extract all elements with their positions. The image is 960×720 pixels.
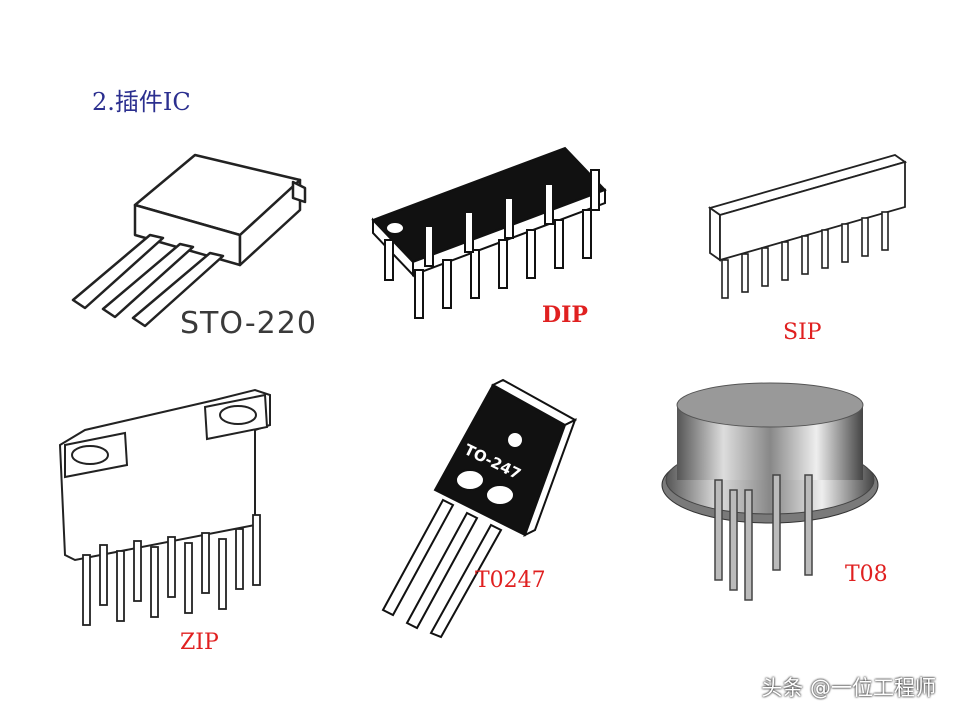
sip-label: SIP xyxy=(783,320,822,345)
sip-drawing xyxy=(707,154,908,299)
zip-label: ZIP xyxy=(180,630,219,655)
to247-drawing: TO-247 xyxy=(381,378,578,639)
sto-220-caption: STO-220 xyxy=(180,306,317,341)
dip-drawing xyxy=(371,146,607,319)
watermark: 头条 @一位工程师 xyxy=(761,676,936,700)
sto-220-drawing xyxy=(71,153,307,328)
to8-label: T08 xyxy=(845,562,888,587)
dip-label: DIP xyxy=(542,302,588,328)
page-title: 2.插件IC xyxy=(92,88,191,116)
zip-drawing xyxy=(58,388,271,626)
to247-label: T0247 xyxy=(475,568,546,593)
to8-drawing xyxy=(661,382,879,601)
